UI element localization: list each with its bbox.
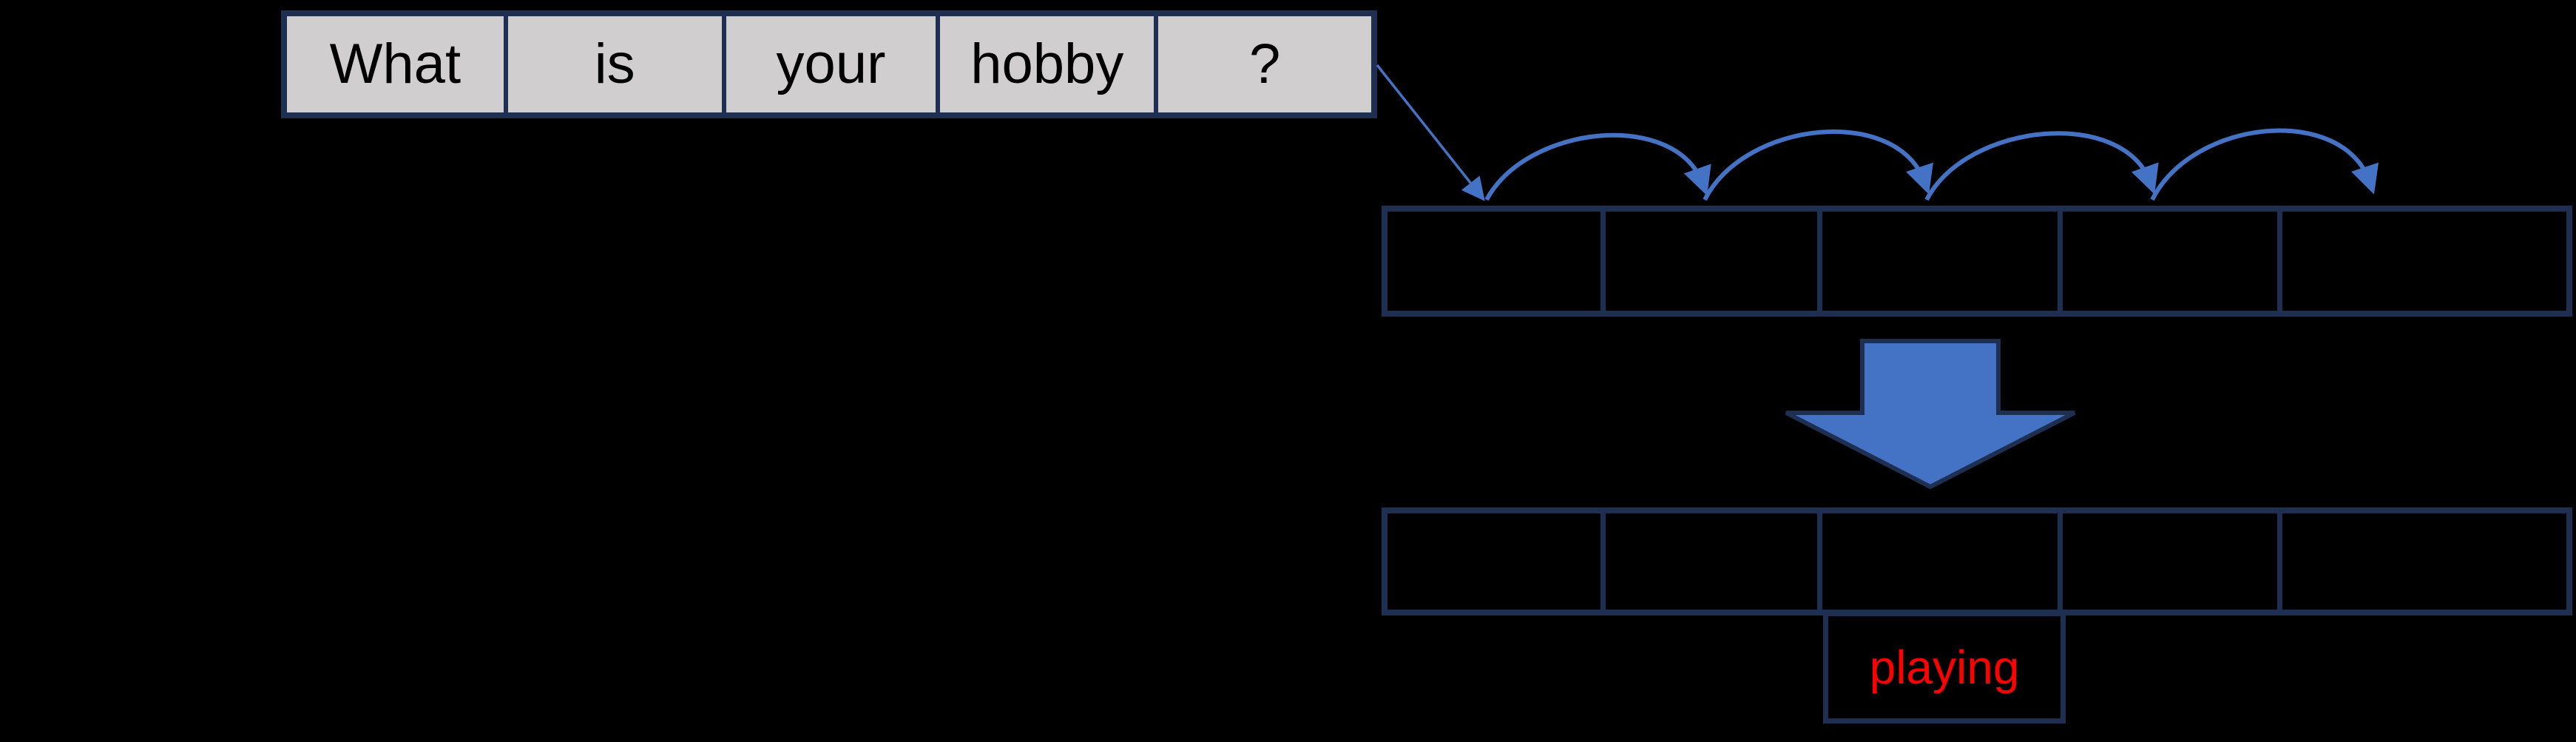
hop-arrow-3 bbox=[1924, 131, 2159, 201]
hop-arrow-2 bbox=[1703, 129, 1933, 201]
vector-cell bbox=[1606, 212, 1823, 311]
hop-arrow-1 bbox=[1484, 132, 1711, 201]
vector-cell bbox=[2063, 212, 2282, 311]
vector-cell bbox=[2282, 212, 2566, 311]
word-cell: your bbox=[726, 16, 941, 112]
word-label: hobby bbox=[970, 33, 1124, 95]
vector-cell bbox=[1606, 513, 1823, 610]
prediction-label: playing bbox=[1869, 641, 2020, 694]
vector-cell bbox=[1387, 513, 1606, 610]
word-label: is bbox=[594, 33, 635, 95]
vector-cell bbox=[1822, 212, 2063, 311]
vector-cell bbox=[1822, 513, 2063, 610]
word-cell: hobby bbox=[940, 16, 1159, 112]
sentence-table: What is your hobby ? bbox=[281, 10, 1377, 118]
vector-cell bbox=[2282, 513, 2566, 610]
word-label: ? bbox=[1248, 33, 1281, 95]
hop-arrow-4 bbox=[2150, 128, 2379, 201]
connector-arrow bbox=[1376, 64, 1485, 201]
token-vector-row bbox=[1382, 206, 2572, 317]
down-arrow bbox=[1785, 339, 2076, 490]
word-cell: ? bbox=[1158, 16, 1371, 112]
word-label: your bbox=[776, 33, 886, 95]
vector-cell bbox=[1387, 212, 1606, 311]
output-vector-row bbox=[1382, 507, 2572, 615]
word-label: What bbox=[329, 33, 462, 95]
prediction-box: playing bbox=[1823, 611, 2066, 724]
word-cell: What bbox=[287, 16, 508, 112]
vector-cell bbox=[2063, 513, 2282, 610]
word-cell: is bbox=[508, 16, 726, 112]
